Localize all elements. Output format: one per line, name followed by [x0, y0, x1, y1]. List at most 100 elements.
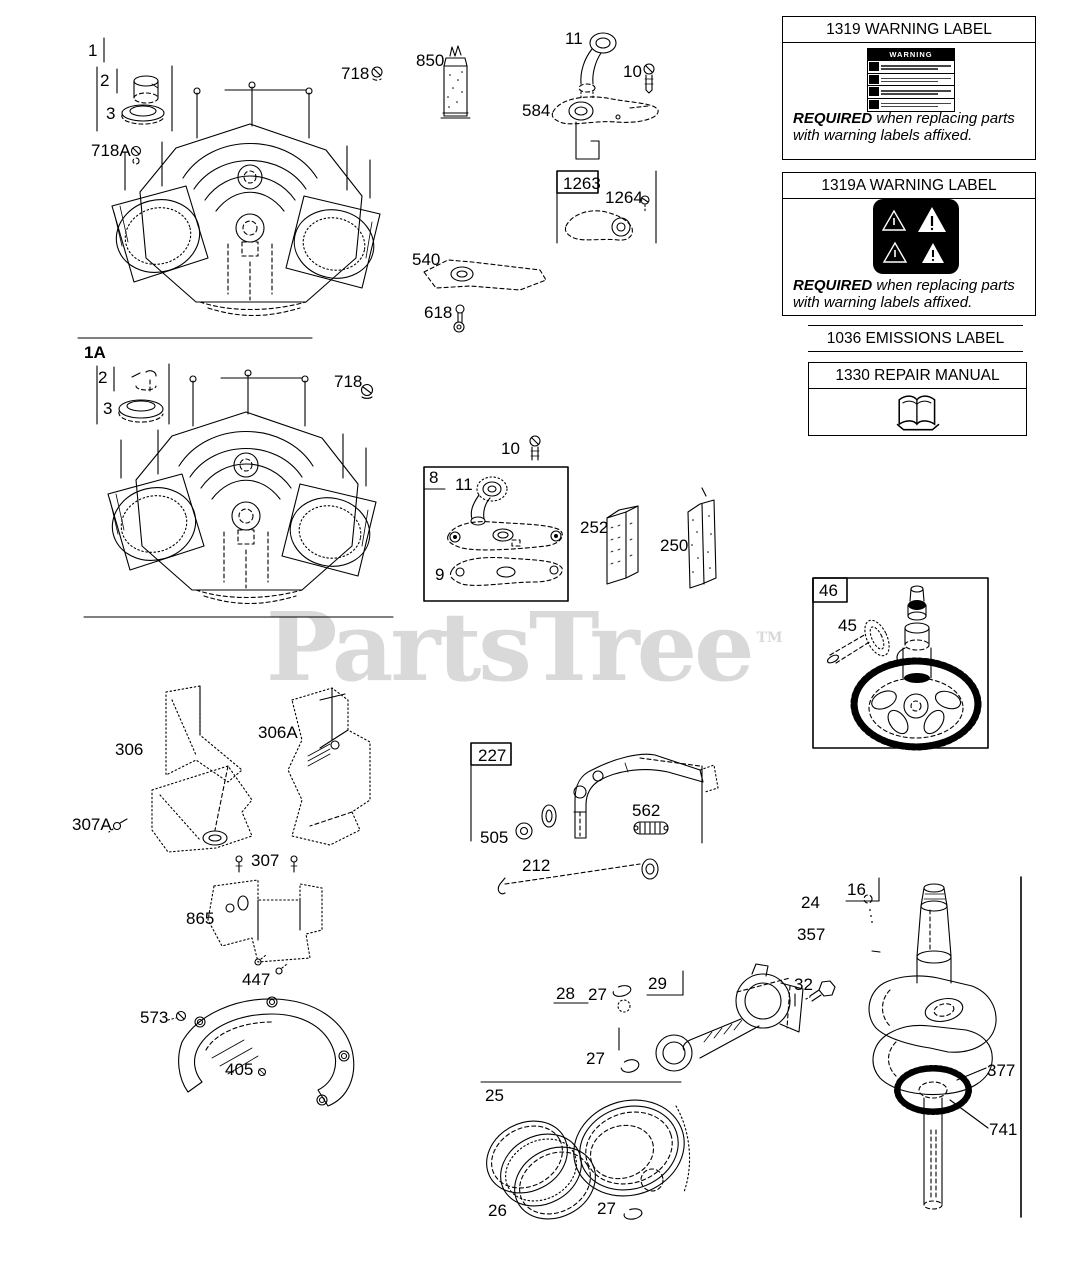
camshaft-46-icon [850, 585, 982, 751]
washer-505-icon [515, 804, 557, 840]
key-24-icon [863, 894, 873, 923]
connecting-rod-29-icon [655, 963, 804, 1072]
piston-25-icon [573, 1099, 691, 1197]
screw-32-icon [805, 980, 836, 1002]
callout-212: 212 [522, 856, 551, 875]
callout-1a: 1A [84, 343, 106, 362]
callout-447: 447 [242, 970, 271, 989]
callout-45: 45 [838, 616, 857, 635]
warning-label-header: WARNING [868, 49, 954, 60]
label-text-line [881, 77, 951, 80]
repair-manual-1330-title: 1330 REPAIR MANUAL [809, 363, 1026, 389]
key-357-icon [871, 950, 881, 953]
callout-10-top: 10 [623, 62, 642, 81]
warning-1319-required-line1: REQUIRED when replacing parts [793, 110, 1015, 128]
callout-3: 3 [106, 104, 116, 123]
callout-1: 1 [88, 41, 98, 60]
screw-10-top-icon [643, 63, 655, 94]
label-text-line [881, 90, 951, 92]
breather-584-icon [551, 96, 659, 160]
screws-447-icon [254, 954, 288, 975]
callout-865: 865 [186, 909, 215, 928]
screw-718-1a-icon [360, 383, 374, 399]
callout-850: 850 [416, 51, 445, 70]
label-row [868, 72, 954, 86]
screw-718-icon [371, 66, 383, 81]
label-row [868, 97, 954, 111]
cover-405-icon [178, 996, 355, 1107]
callout-718: 718 [341, 64, 370, 83]
callout-8: 8 [429, 468, 439, 487]
callout-25: 25 [485, 1086, 504, 1105]
callout-2a: 2 [98, 368, 108, 387]
warning-label-1319a-title: 1319A WARNING LABEL [783, 173, 1035, 199]
screw-573-icon [167, 1010, 187, 1022]
callout-29: 29 [648, 974, 667, 993]
required-rest: when replacing parts [872, 110, 1015, 127]
retaining-clips-27-icon [612, 985, 643, 1220]
screws-307-icon [235, 855, 298, 873]
callout-405: 405 [225, 1060, 254, 1079]
callout-27-a: 27 [588, 985, 607, 1004]
label-text-lines [881, 64, 954, 70]
valve-guide-2a-icon [131, 370, 157, 393]
crankshaft-16-icon [868, 883, 997, 1210]
callout-10-box8: 10 [501, 439, 520, 458]
callout-32: 32 [794, 975, 813, 994]
repair-manual-1330-box: 1330 REPAIR MANUAL [808, 362, 1027, 436]
cylinder-assembly-1-drawing [111, 81, 381, 317]
callout-505: 505 [480, 828, 509, 847]
rings-26-icon [486, 1120, 596, 1220]
tappet-45-icon [826, 619, 890, 664]
manifold-plate-box8-icon [447, 521, 563, 551]
callout-307a: 307A [72, 815, 112, 834]
callout-brackets [96, 37, 173, 425]
label-text-line [881, 68, 939, 70]
callout-3a: 3 [103, 399, 113, 418]
box-8-frame [423, 466, 569, 602]
callout-11-box8: 11 [455, 475, 473, 494]
warning-label-1319-box: 1319 WARNING LABEL WARNING REQUIRED when… [782, 16, 1036, 160]
callout-1263: 1263 [563, 174, 601, 193]
label-row [868, 85, 954, 98]
required-word: REQUIRED [793, 110, 873, 127]
screw-718a-icon [130, 145, 142, 165]
callout-618: 618 [424, 303, 453, 322]
label-text-lines [881, 89, 954, 95]
callout-250: 250 [660, 536, 689, 555]
oil-seal-3-icon [121, 104, 165, 125]
callout-11-top: 11 [565, 29, 583, 48]
warning-1319a-required-line2: with warning labels affixed. [793, 294, 973, 311]
gasket-9-icon [449, 556, 563, 586]
emissions-label-1036: 1036 EMISSIONS LABEL [808, 325, 1023, 352]
screw-1264-icon [640, 195, 650, 213]
watermark-text: PartsTree [266, 592, 755, 703]
cylinder-assembly-1a-drawing [103, 369, 377, 605]
label-pictogram [869, 99, 879, 109]
bracket-1263-icon [564, 210, 633, 241]
label-text-line [881, 102, 951, 105]
callout-16: 16 [847, 880, 866, 899]
warning-1319-required-line2: with warning labels affixed. [793, 127, 973, 144]
label-text-line [881, 93, 939, 95]
screw-307a-icon [108, 818, 128, 833]
callout-584: 584 [522, 101, 551, 120]
label-pictogram [869, 87, 879, 97]
required-rest: when replacing parts [872, 277, 1015, 294]
label-text-lines [881, 76, 954, 83]
filter-250-icon [687, 487, 717, 589]
link-rod-212-icon [497, 858, 659, 895]
label-pictogram [869, 74, 879, 84]
callout-306: 306 [115, 740, 144, 759]
elbow-11-box8-icon [470, 476, 508, 526]
callout-307: 307 [251, 851, 280, 870]
screw-10-box8-icon [529, 435, 541, 461]
warning-1319a-required-line1: REQUIRED when replacing parts [793, 277, 1015, 295]
callout-28: 28 [556, 984, 575, 1003]
callout-46: 46 [819, 581, 838, 600]
callout-377: 377 [987, 1061, 1016, 1080]
callout-24: 24 [801, 893, 820, 912]
spring-562-icon [633, 821, 669, 835]
